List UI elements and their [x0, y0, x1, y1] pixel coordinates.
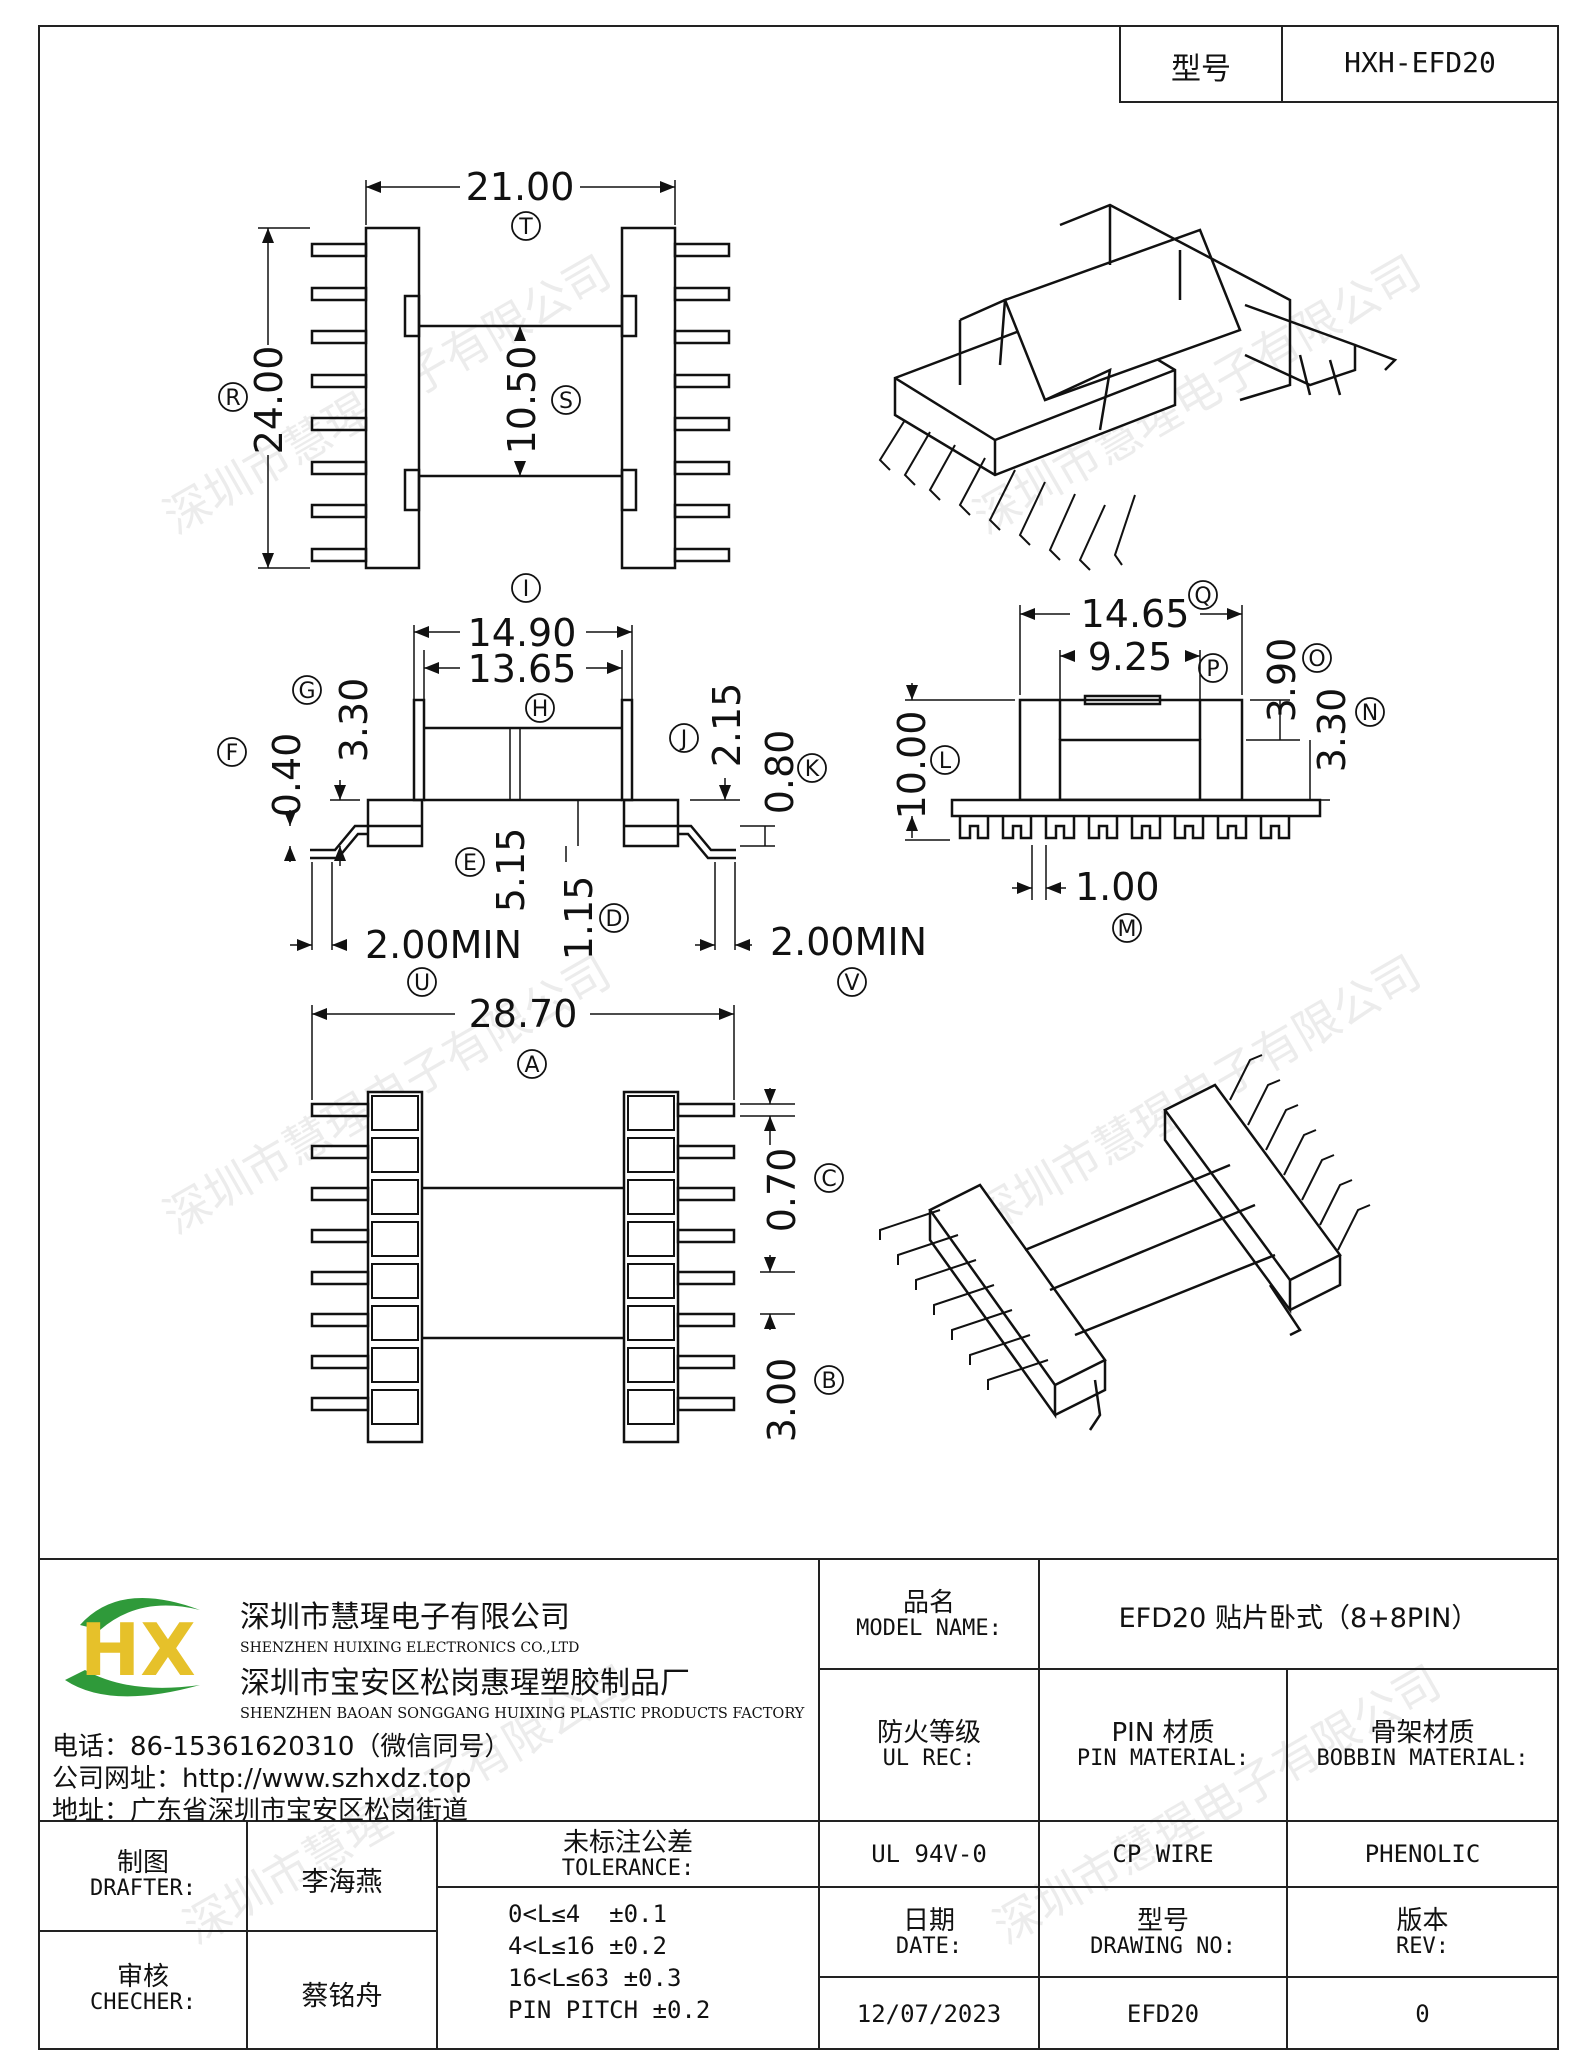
label-o: O: [1308, 647, 1325, 672]
label-k: K: [805, 757, 820, 782]
dim-i: 14.90: [468, 611, 577, 655]
label-r: R: [225, 386, 240, 411]
label-s: S: [559, 389, 573, 414]
dim-h: 13.65: [468, 647, 577, 691]
dim-s: 10.50: [500, 346, 544, 455]
pin-material-en: PIN MATERIAL:: [1076, 1746, 1250, 1771]
company-phone: 电话：86-15361620310（微信同号）: [52, 1732, 511, 1762]
dim-u: 2.00MIN: [365, 923, 522, 967]
dim-l: 10.00: [890, 711, 934, 820]
label-i: I: [523, 577, 530, 602]
dim-t: 21.00: [466, 165, 575, 209]
label-d: D: [606, 907, 623, 932]
checker-cn: 审核: [116, 1962, 169, 1992]
bobbin-material-cn: 骨架材质: [1370, 1718, 1475, 1748]
tolerance-line: 0<L≤4 ±0.1: [508, 1900, 667, 1928]
company-name-en: SHENZHEN HUIXING ELECTRONICS CO.,LTD: [240, 1640, 580, 1656]
rev-value-cell: [1286, 1976, 1559, 2050]
drafter-en: DRAFTER:: [90, 1876, 196, 1901]
dim-q: 14.65: [1081, 592, 1190, 636]
dim-e: 5.15: [489, 828, 533, 913]
model-name-cn: 品名: [902, 1588, 955, 1618]
dim-k: 0.80: [758, 730, 802, 815]
ul-value: UL 94V-0: [871, 1840, 987, 1868]
header-model-label: 型号: [1171, 52, 1231, 87]
dim-c: 0.70: [760, 1148, 804, 1233]
logo-text: HX: [80, 1608, 196, 1692]
model-name-value: EFD20 贴片卧式（8+8PIN）: [1118, 1603, 1479, 1634]
model-name-en: MODEL NAME:: [856, 1616, 1002, 1641]
checker-name: 蔡铭舟: [301, 1981, 383, 2012]
rev-cn: 版本: [1396, 1906, 1449, 1936]
label-p: P: [1206, 657, 1219, 682]
ul-rec-en: UL REC:: [882, 1746, 976, 1771]
technical-drawing: 21.00 T 24.00 R 10.50 S 14.90 I 13.65 H …: [217, 165, 1398, 1444]
company-name-cn: 深圳市慧瑆电子有限公司: [240, 1600, 570, 1635]
label-h: H: [532, 697, 549, 722]
label-l: L: [939, 749, 952, 774]
bobbin-material-en: BOBBIN MATERIAL:: [1316, 1746, 1529, 1771]
dim-r: 24.00: [247, 346, 291, 455]
label-f: F: [226, 741, 239, 766]
label-m: M: [1118, 917, 1137, 942]
front-view: [217, 573, 867, 997]
label-t: T: [518, 215, 533, 240]
dim-d: 1.15: [557, 876, 601, 961]
factory-name-cn: 深圳市宝安区松岗惠瑆塑胶制品厂: [240, 1666, 690, 1701]
tolerance-line: 16<L≤63 ±0.3: [508, 1964, 682, 1992]
date-cn: 日期: [902, 1906, 955, 1936]
isometric-view-bottom: [879, 1054, 1371, 1431]
side-view: [905, 580, 1385, 943]
tolerance-line: 4<L≤16 ±0.2: [508, 1932, 667, 1960]
isometric-view-top: [878, 203, 1398, 571]
factory-name-en: SHENZHEN BAOAN SONGGANG HUIXING PLASTIC …: [240, 1706, 805, 1722]
label-u: U: [414, 971, 430, 996]
tolerance-en: TOLERANCE:: [561, 1856, 695, 1881]
dim-n: 3.30: [1310, 688, 1354, 773]
dim-p: 9.25: [1088, 635, 1173, 679]
dim-v: 2.00MIN: [770, 920, 927, 964]
company-address: 地址：广东省深圳市宝安区松岗街道: [52, 1796, 469, 1826]
top-view: [218, 180, 731, 570]
label-j: J: [679, 727, 688, 752]
dim-m: 1.00: [1075, 865, 1160, 909]
dim-o: 3.90: [1260, 638, 1304, 723]
label-b: B: [821, 1369, 836, 1394]
dim-b: 3.00: [760, 1358, 804, 1443]
drafter-cn: 制图: [116, 1848, 169, 1878]
drawing-no-value: EFD20: [1126, 2000, 1200, 2028]
checker-en: CHECHER:: [90, 1990, 196, 2015]
dim-f: 0.40: [265, 733, 309, 818]
bottom-view: [310, 1005, 844, 1444]
header-model-value-cell: [1281, 25, 1559, 103]
rev-en: REV:: [1396, 1934, 1449, 1959]
drawing-no-cn: 型号: [1136, 1906, 1189, 1936]
label-g: G: [298, 679, 315, 704]
company-logo: HX: [65, 1598, 200, 1697]
date-value: 12/07/2023: [856, 2000, 1002, 2028]
label-v: V: [844, 971, 859, 996]
tolerance-line: PIN PITCH ±0.2: [508, 1996, 711, 2024]
pin-material-cn: PIN 材质: [1111, 1718, 1215, 1748]
label-q: Q: [1194, 584, 1211, 609]
tolerance-cn: 未标注公差: [562, 1828, 693, 1858]
drawing-no-en: DRAWING NO:: [1090, 1934, 1236, 1959]
label-e: E: [463, 851, 477, 876]
ul-rec-cn: 防火等级: [876, 1718, 981, 1748]
rev-value: 0: [1415, 2000, 1430, 2028]
header-model-value: HXH-EFD20: [1344, 46, 1496, 79]
bobbin-material-value: PHENOLIC: [1364, 1840, 1481, 1868]
date-en: DATE:: [895, 1934, 963, 1959]
label-c: C: [821, 1167, 836, 1192]
company-website: 公司网址：http://www.szhxdz.top: [52, 1764, 472, 1794]
label-a: A: [524, 1053, 539, 1078]
dim-a: 28.70: [469, 992, 578, 1036]
label-n: N: [1362, 701, 1378, 726]
dim-j: 2.15: [705, 683, 749, 768]
drafter-name: 李海燕: [301, 1867, 383, 1898]
pin-material-value: CP WIRE: [1112, 1840, 1214, 1868]
dim-g: 3.30: [332, 678, 376, 763]
